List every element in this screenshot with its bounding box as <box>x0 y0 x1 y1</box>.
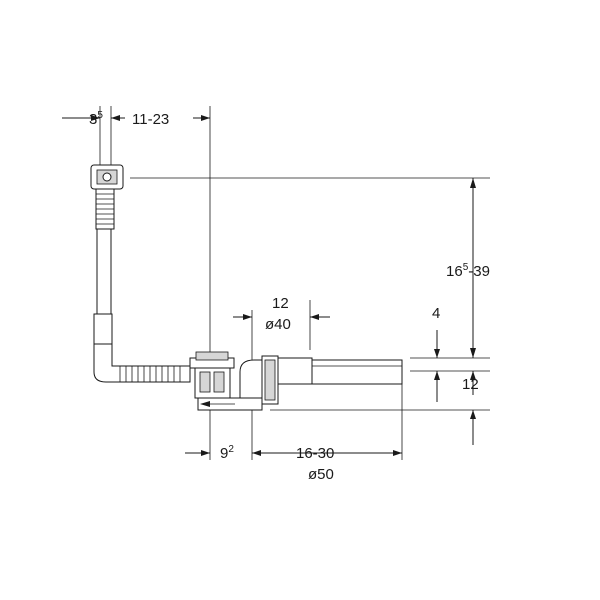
label-bottom-upper: 16-30 <box>296 445 334 462</box>
label-top-left: 35 <box>89 110 103 128</box>
dimension-top-row <box>62 115 210 121</box>
dimension-labels: 35 11-23 165-39 12 ø40 4 12 92 16-30 ø50 <box>89 110 490 483</box>
label-bottom-lower: ø50 <box>308 466 334 483</box>
drain-assembly <box>189 351 403 411</box>
dimension-right-small <box>434 330 440 402</box>
label-top-span: 11-23 <box>132 111 169 128</box>
dimension-right-lower <box>470 371 476 445</box>
dimension-bottom <box>185 450 402 456</box>
overflow-assembly <box>90 164 191 383</box>
label-right-small: 4 <box>432 305 440 322</box>
label-bottom-left: 92 <box>220 444 234 462</box>
label-right-height: 165-39 <box>446 262 490 280</box>
label-mid-lower: ø40 <box>265 316 291 333</box>
dimension-right-height <box>470 178 476 358</box>
label-right-lower: 12 <box>462 376 479 393</box>
label-mid-upper: 12 <box>272 295 289 312</box>
extension-lines <box>99 106 490 460</box>
corrugated-upper <box>95 188 115 230</box>
corrugated-lower <box>119 366 181 382</box>
dimension-mid <box>233 314 330 320</box>
